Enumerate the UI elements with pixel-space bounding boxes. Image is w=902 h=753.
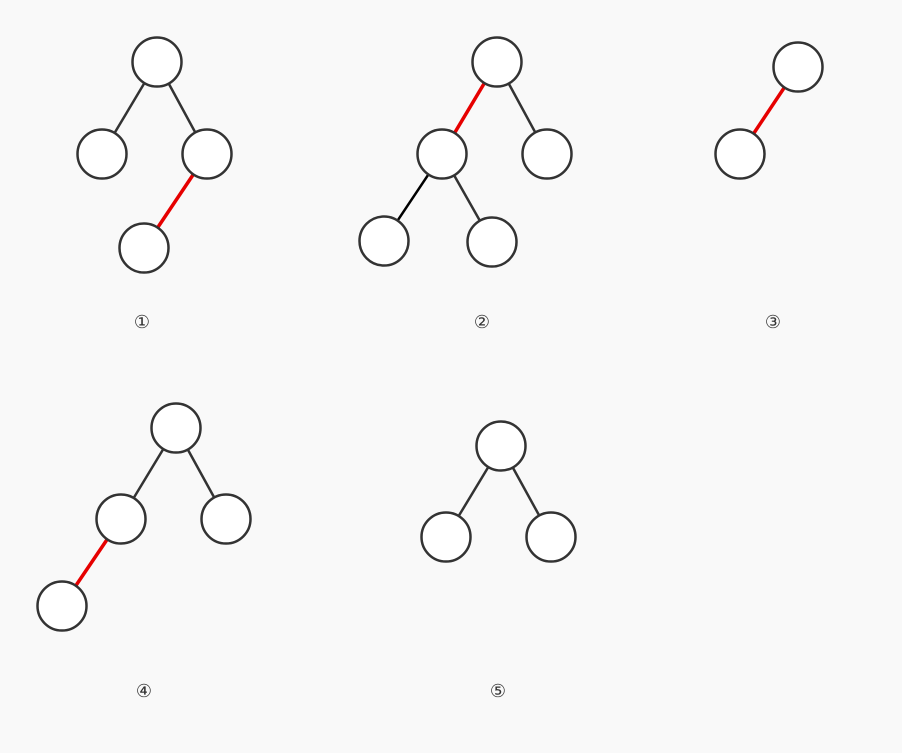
tree-2-node-left xyxy=(416,128,468,180)
tree-3-edge-root-to-left xyxy=(751,85,787,136)
tree-1-node-right xyxy=(181,128,233,180)
tree-2-node-left-right xyxy=(466,216,518,268)
tree-3-node-root xyxy=(772,41,824,93)
tree-2-edge-left-to-left-left xyxy=(396,173,430,222)
tree-4-node-root xyxy=(150,402,202,454)
nodes-layer xyxy=(36,36,824,632)
tree-1-edge-root-to-right xyxy=(167,82,197,134)
tree-4-node-right xyxy=(200,493,252,545)
tree-1-label: ① xyxy=(134,312,150,333)
tree-1-edge-right-to-right-left xyxy=(155,172,196,230)
tree-1-edge-root-to-left xyxy=(113,81,146,135)
tree-2-edge-left-to-left-right xyxy=(452,174,482,222)
tree-5-edge-root-to-left xyxy=(457,465,490,518)
tree-3-label: ③ xyxy=(765,312,781,333)
tree-5-node-left xyxy=(420,511,472,563)
tree-4-label: ④ xyxy=(136,681,152,702)
tree-4-edge-left-to-left-left xyxy=(74,537,109,588)
tree-4-edge-root-to-right xyxy=(186,448,216,499)
edges-layer xyxy=(74,81,787,588)
tree-4-edge-root-to-left xyxy=(132,447,165,500)
tree-1-node-root xyxy=(131,36,183,88)
tree-3-node-left xyxy=(714,128,766,180)
labels-layer: ① ② ③ ④ ⑤ xyxy=(134,312,781,702)
tree-5-node-root xyxy=(475,420,527,472)
tree-5-node-right xyxy=(525,511,577,563)
tree-2-label: ② xyxy=(474,312,490,333)
tree-2-node-right xyxy=(521,128,573,180)
tree-2-node-root xyxy=(471,36,523,88)
tree-2-node-left-left xyxy=(358,215,410,267)
tree-4-node-left-left xyxy=(36,580,88,632)
tree-4-node-left xyxy=(95,493,147,545)
tree-2-edge-root-to-left xyxy=(452,81,487,135)
tree-1-node-right-left xyxy=(118,222,170,274)
tree-5-edge-root-to-right xyxy=(511,466,541,517)
tree-5-label: ⑤ xyxy=(490,681,506,702)
tree-1-node-left xyxy=(76,128,128,180)
tree-2-edge-root-to-right xyxy=(507,82,537,134)
